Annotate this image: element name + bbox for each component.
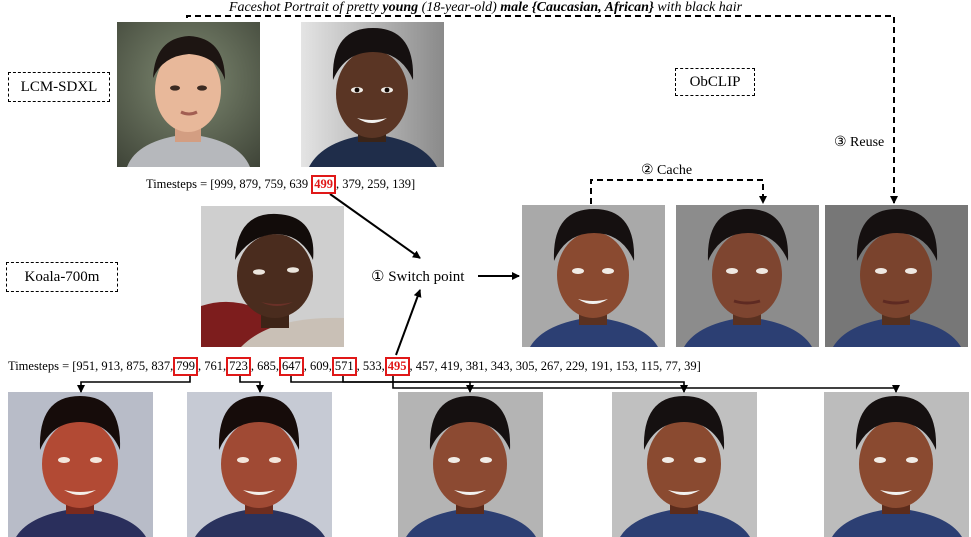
koala-timestep-647: 647 bbox=[279, 357, 304, 376]
lcm-caucasian-portrait bbox=[117, 22, 260, 167]
koala-timestep-723: 723 bbox=[226, 357, 251, 376]
koala-timestep-571: 571 bbox=[331, 357, 357, 376]
koala-step-571-portrait bbox=[612, 392, 757, 537]
cache-label: ② Cache bbox=[641, 163, 693, 178]
obclip-label: ObCLIP bbox=[675, 68, 755, 96]
koala-african-portrait bbox=[201, 206, 344, 347]
obclip-output-1-portrait bbox=[522, 205, 665, 347]
koala-switch-timestep: 495 bbox=[384, 357, 410, 376]
obclip-output-3-portrait bbox=[825, 205, 968, 347]
lcm-timesteps: Timesteps = [999, 879, 759, 639 499, 379… bbox=[146, 175, 415, 194]
koala-step-723-portrait bbox=[187, 392, 332, 537]
koala-step-495-portrait bbox=[824, 392, 969, 537]
koala-step-647-portrait bbox=[398, 392, 543, 537]
koala-step-799-portrait bbox=[8, 392, 153, 537]
koala-timestep-799: 799 bbox=[173, 357, 199, 376]
koala-700m-label: Koala-700m bbox=[6, 262, 118, 292]
prompt-caption: Faceshot Portrait of pretty young (18-ye… bbox=[228, 0, 743, 15]
switch-point-label: ① Switch point bbox=[371, 269, 465, 285]
lcm-sdxl-label: LCM-SDXL bbox=[8, 72, 110, 102]
lcm-african-portrait bbox=[301, 22, 444, 167]
lcm-switch-timestep: 499 bbox=[311, 175, 337, 194]
obclip-output-2-portrait bbox=[676, 205, 819, 347]
reuse-label: ③ Reuse bbox=[834, 134, 885, 151]
koala-timesteps: Timesteps = [951, 913, 875, 837,799, 761… bbox=[8, 357, 701, 376]
